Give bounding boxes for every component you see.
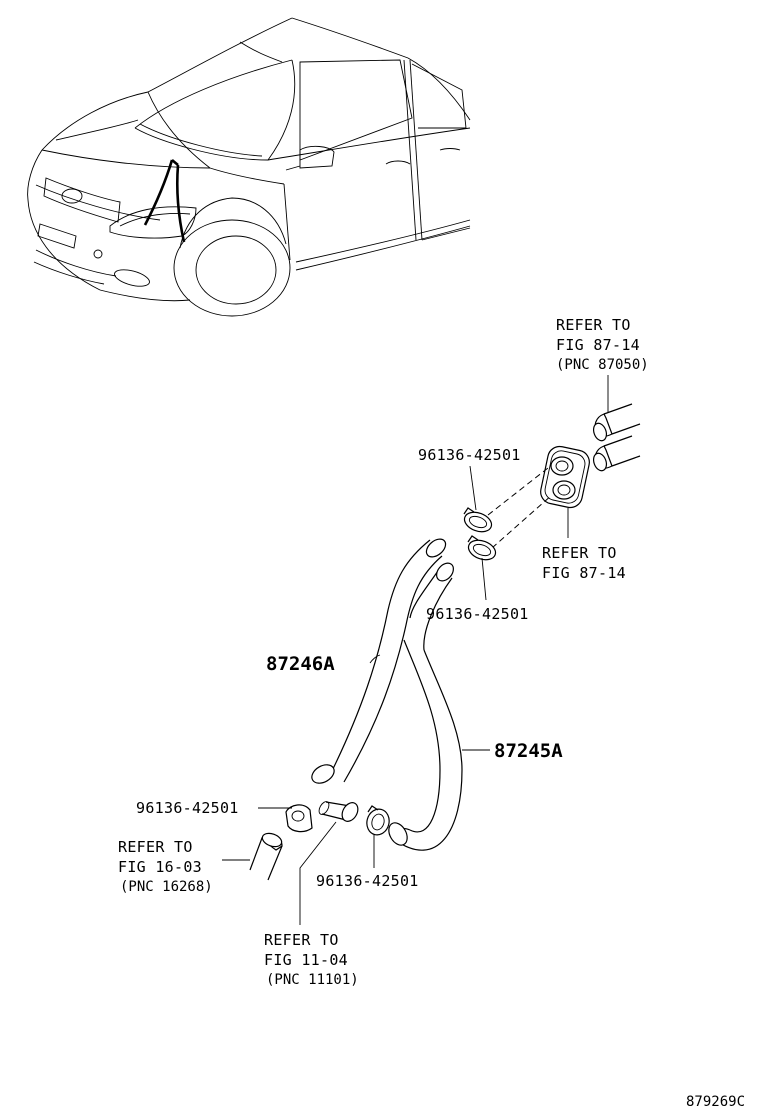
reference-line-1: REFER TO [556,316,631,334]
reference-line-1: REFER TO [118,838,193,856]
hose-clip-upper-1 [463,507,493,533]
part-number-clip-lower-left: 96136-42501 [136,799,239,817]
reference-engine: REFER TO FIG 11-04 (PNC 11101) [264,931,359,988]
leader-lines [222,375,609,925]
hose-clip-lower-left [285,804,313,833]
part-number-hose-87245A: 87245A [494,740,563,762]
hose-clip-upper-2 [467,535,497,561]
reference-line-2: FIG 87-14 [556,336,640,354]
part-number-hose-87246A: 87246A [266,653,335,675]
part-number-clip-upper-1: 96136-42501 [418,446,521,464]
part-number-clip-upper-2: 96136-42501 [426,605,529,623]
reference-line-3: (PNC 11101) [266,972,359,988]
hose-87245A [388,562,463,851]
vehicle-illustration [27,17,471,317]
reference-heater-unit: REFER TO FIG 87-14 (PNC 87050) [556,316,649,373]
figure-code: 879269C [686,1094,745,1110]
grommet [540,445,590,509]
water-pipe [249,832,283,881]
reference-line-2: FIG 16-03 [118,858,202,876]
engine-pipe [318,801,359,822]
reference-line-2: FIG 87-14 [542,564,626,582]
reference-line-3: (PNC 87050) [556,357,649,373]
heater-pipe-upper [592,403,641,442]
heater-pipe-lower [592,435,641,472]
reference-water-pipe: REFER TO FIG 16-03 (PNC 16268) [118,838,213,895]
hose-clip-lower-right [366,805,390,836]
reference-line-1: REFER TO [264,931,339,949]
part-number-clip-lower-right: 96136-42501 [316,872,419,890]
reference-grommet: REFER TO FIG 87-14 [542,544,626,582]
reference-line-2: FIG 11-04 [264,951,348,969]
reference-line-1: REFER TO [542,544,617,562]
hose-87246A [311,538,447,784]
reference-line-3: (PNC 16268) [120,879,213,895]
